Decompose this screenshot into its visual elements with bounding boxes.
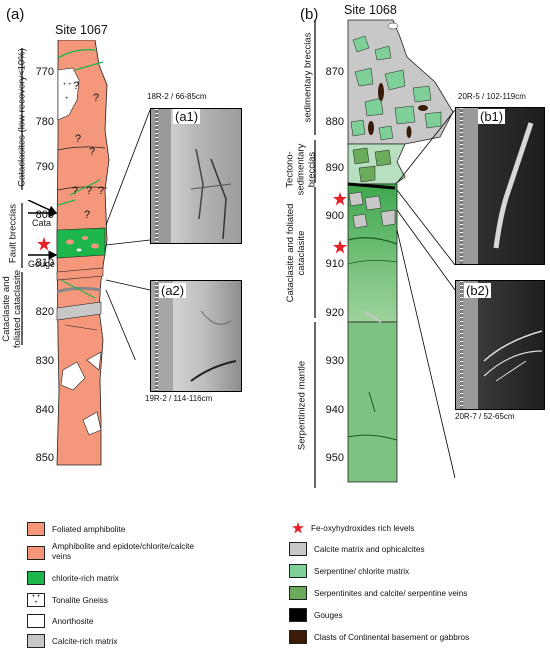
- legend-chlorite-matrix: chlorite-rich matrix: [52, 574, 119, 583]
- column-site-1067: + + +: [56, 40, 110, 466]
- core-photo-b1: (b1): [455, 107, 545, 265]
- swatch-foliated-amphibolite: [27, 522, 45, 536]
- swatch-serpentinites-veins: [289, 586, 307, 600]
- fe-oxyhydroxide-star-b1: [333, 192, 347, 206]
- interval-cataclasite-foliated-label: Cataclasite and foliated cataclasite: [1, 269, 23, 349]
- legend-fe-oxyhydroxides: Fe-oxyhydroxides rich levels: [311, 524, 415, 533]
- photo-a1-caption: 18R-2 / 66-85cm: [147, 92, 207, 101]
- question-mark: ?: [98, 185, 105, 197]
- legend-calcite-matrix-left: Calcite-rich matrix: [52, 637, 118, 646]
- depth-label: 950: [325, 452, 344, 464]
- depth-label: 840: [35, 404, 54, 416]
- photo-a1-tag: (a1): [173, 109, 201, 124]
- depth-label: 830: [35, 355, 54, 367]
- photo-b2-veins: [483, 330, 543, 382]
- legend-calcite-ophicalcites: Calcite matrix and ophicalcites: [314, 545, 425, 554]
- connector-lines-a: [105, 109, 151, 360]
- interval-brackets-a: [21, 48, 23, 345]
- swatch-tonalite-gneiss: + ++: [27, 593, 45, 607]
- fe-oxyhydroxide-star-b2: [333, 240, 347, 254]
- question-mark: ?: [86, 185, 93, 197]
- swatch-gouges: [289, 608, 307, 622]
- depth-label: 900: [325, 210, 344, 222]
- legend-serpentinites-veins: Serpentinites and calcite/ serpentine ve…: [314, 589, 468, 598]
- question-mark: ?: [93, 92, 100, 104]
- swatch-amphibolite-veins: [27, 546, 45, 560]
- swatch-calcite-matrix-left: [27, 634, 45, 648]
- photo-b1-caption: 20R-5 / 102-119cm: [458, 92, 526, 101]
- depth-label: 780: [35, 116, 54, 128]
- photo-b2-caption: 20R-7 / 52-65cm: [455, 412, 515, 421]
- depth-label: 770: [35, 66, 54, 78]
- legend-serpentine-chlorite: Serpentine/ chlorite matrix: [314, 567, 410, 576]
- depth-label: 910: [325, 258, 344, 270]
- core-photo-b2: (b2): [455, 280, 545, 410]
- legend-foliated-amphibolite: Foliated amphibolite: [52, 525, 126, 534]
- fe-oxyhydroxide-star-a: [37, 237, 51, 251]
- interval-tectono-sedimentary-label: Tectono-sedimentary breccias: [284, 143, 318, 196]
- photo-a2-caption: 19R-2 / 114-116cm: [145, 394, 213, 403]
- interval-brackets-b: [314, 20, 316, 488]
- site-1068-title: Site 1068: [344, 3, 397, 17]
- interval-cataclasites-label: Cataclasites (low recovery<10%): [16, 48, 28, 187]
- question-mark: ?: [73, 80, 80, 92]
- arrows-a: [27, 200, 58, 260]
- question-mark: ?: [89, 146, 96, 158]
- interval-fault-breccias-label: Fault breccias: [7, 203, 19, 264]
- legend-star-icon: [292, 522, 304, 534]
- depth-label: 810: [35, 257, 54, 269]
- legend-gouges: Gouges: [314, 611, 343, 620]
- photo-scale-ruler: [155, 109, 158, 243]
- swatch-anorthosite: [27, 614, 45, 628]
- depth-label: 870: [325, 66, 344, 78]
- depth-label: 880: [325, 116, 344, 128]
- photo-a2-veins: [190, 310, 237, 382]
- photo-a2-tag: (a2): [159, 283, 187, 298]
- question-mark: ?: [75, 133, 82, 145]
- core-photo-a2: (a2): [150, 280, 242, 392]
- panel-a-label: (a): [6, 6, 25, 23]
- swatch-serpentine-chlorite: [289, 564, 307, 578]
- depth-label: 940: [325, 404, 344, 416]
- legend-tonalite-gneiss: Tonalite Gneiss: [52, 596, 108, 605]
- depth-label: 890: [325, 162, 344, 174]
- depth-label: 930: [325, 355, 344, 367]
- photo-scale-ruler: [460, 281, 463, 409]
- depth-label: 820: [35, 306, 54, 318]
- swatch-clasts: [289, 630, 307, 644]
- svg-text:+: +: [65, 96, 69, 102]
- photo-b2-tag: (b2): [464, 283, 492, 298]
- question-mark: ?: [72, 185, 79, 197]
- depth-label: 920: [325, 307, 344, 319]
- depth-label: 850: [35, 452, 54, 464]
- question-mark: ?: [84, 209, 91, 221]
- swatch-chlorite-matrix: [27, 571, 45, 585]
- svg-text:+ +: + +: [63, 82, 72, 88]
- interval-sedimentary-breccias-label: sedimentary breccias: [302, 32, 314, 123]
- site-1067-title: Site 1067: [55, 23, 108, 37]
- photo-b1-tag: (b1): [478, 109, 506, 124]
- interval-serpentinized-mantle-label: Serpentinized mantle: [296, 360, 308, 451]
- connector-lines-b: [396, 109, 456, 479]
- cata-arrow-label: Cata: [32, 218, 52, 228]
- interval-cataclasite-foliated-b-label: Cataclasite and foliated cataclasite: [285, 203, 307, 303]
- photo-scale-ruler: [155, 281, 158, 391]
- core-photo-a1: (a1): [150, 108, 242, 244]
- panel-b-label: (b): [300, 6, 319, 23]
- gouge-arrow-label: Gouge: [28, 259, 56, 269]
- legend-anorthosite: Anorthosite: [52, 617, 94, 626]
- column-site-1068: [347, 19, 454, 483]
- photo-b1-veins: [493, 122, 534, 249]
- photo-a1-veins: [190, 148, 232, 240]
- photo-scale-ruler: [460, 108, 463, 264]
- legend-clasts: Clasts of Continental basement or gabbro…: [314, 633, 470, 642]
- legend-amphibolite-veins: Amphibolite and epidote/chlorite/calcite…: [52, 542, 195, 561]
- depth-label: 790: [35, 161, 54, 173]
- swatch-calcite-ophicalcites: [289, 542, 307, 556]
